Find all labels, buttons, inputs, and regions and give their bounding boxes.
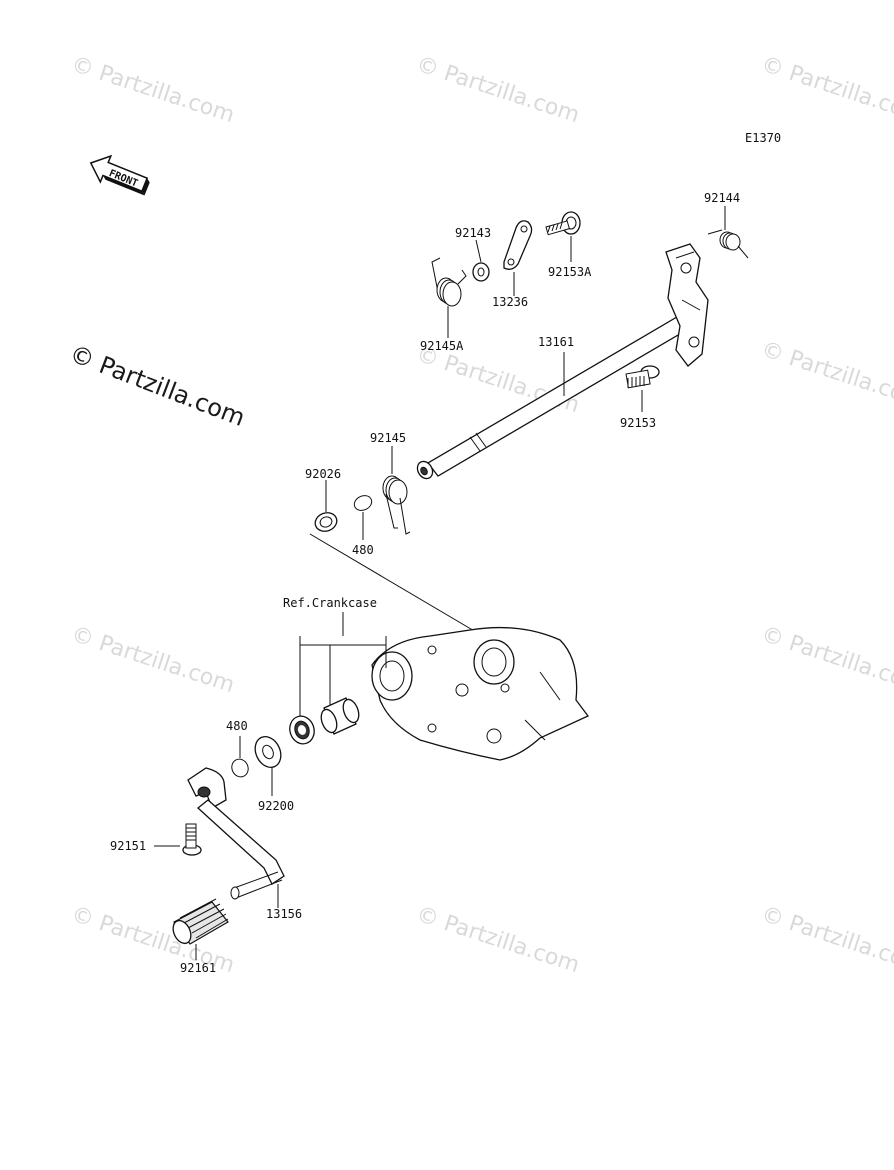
reference-leader-line [309,533,477,643]
collar-92143[interactable] [472,262,490,282]
part-label-480-bottom[interactable]: 480 [226,719,248,733]
part-label-480-top[interactable]: 480 [352,543,374,557]
part-label-92143[interactable]: 92143 [455,226,491,240]
washer-92026[interactable] [313,510,340,534]
front-arrow-icon: FRONT [89,154,150,196]
circlip-480-top[interactable] [352,493,374,513]
watermark: © Partzilla.com [68,52,237,128]
pin-bolt-92153[interactable] [625,365,660,389]
oil-seal[interactable] [286,713,317,747]
part-label-92145[interactable]: 92145 [370,431,406,445]
watermark: © Partzilla.com [758,622,894,698]
part-label-13236[interactable]: 13236 [492,295,528,309]
part-label-92144[interactable]: 92144 [704,191,740,205]
shift-pedal-13156[interactable] [187,767,285,900]
watermark: © Partzilla.com [758,337,894,413]
lever-13236[interactable] [503,220,533,270]
part-label-13161[interactable]: 13161 [538,335,574,349]
spring-92144[interactable] [707,229,749,259]
watermark: © Partzilla.com [68,622,237,698]
part-label-92161[interactable]: 92161 [180,961,216,975]
part-label-92145A[interactable]: 92145A [420,339,464,353]
part-label-92151[interactable]: 92151 [110,839,146,853]
bolt-92151[interactable] [182,823,202,856]
bolt-92153A[interactable] [545,211,581,236]
spring-92145A[interactable] [431,257,467,307]
shift-shaft-13161[interactable] [414,243,709,481]
watermark-prominent: © Partzilla.com [66,339,249,432]
part-label-92026[interactable]: 92026 [305,467,341,481]
spring-92145[interactable] [382,475,411,535]
part-label-92153A[interactable]: 92153A [548,265,592,279]
needle-bearing[interactable] [318,697,361,735]
pedal-rubber-92161[interactable] [170,898,229,946]
watermark: © Partzilla.com [413,902,582,978]
watermark: © Partzilla.com [758,52,894,128]
diagram-code: E1370 [745,131,781,145]
crankcase-reference [371,626,590,761]
part-label-13156[interactable]: 13156 [266,907,302,921]
part-label-92200[interactable]: 92200 [258,799,294,813]
circlip-480-bottom[interactable] [229,756,251,779]
watermark: © Partzilla.com [758,902,894,978]
watermark: © Partzilla.com [413,52,582,128]
ref-crankcase-label: Ref.Crankcase [283,596,377,610]
part-label-92153[interactable]: 92153 [620,416,656,430]
washer-92200[interactable] [250,732,285,771]
